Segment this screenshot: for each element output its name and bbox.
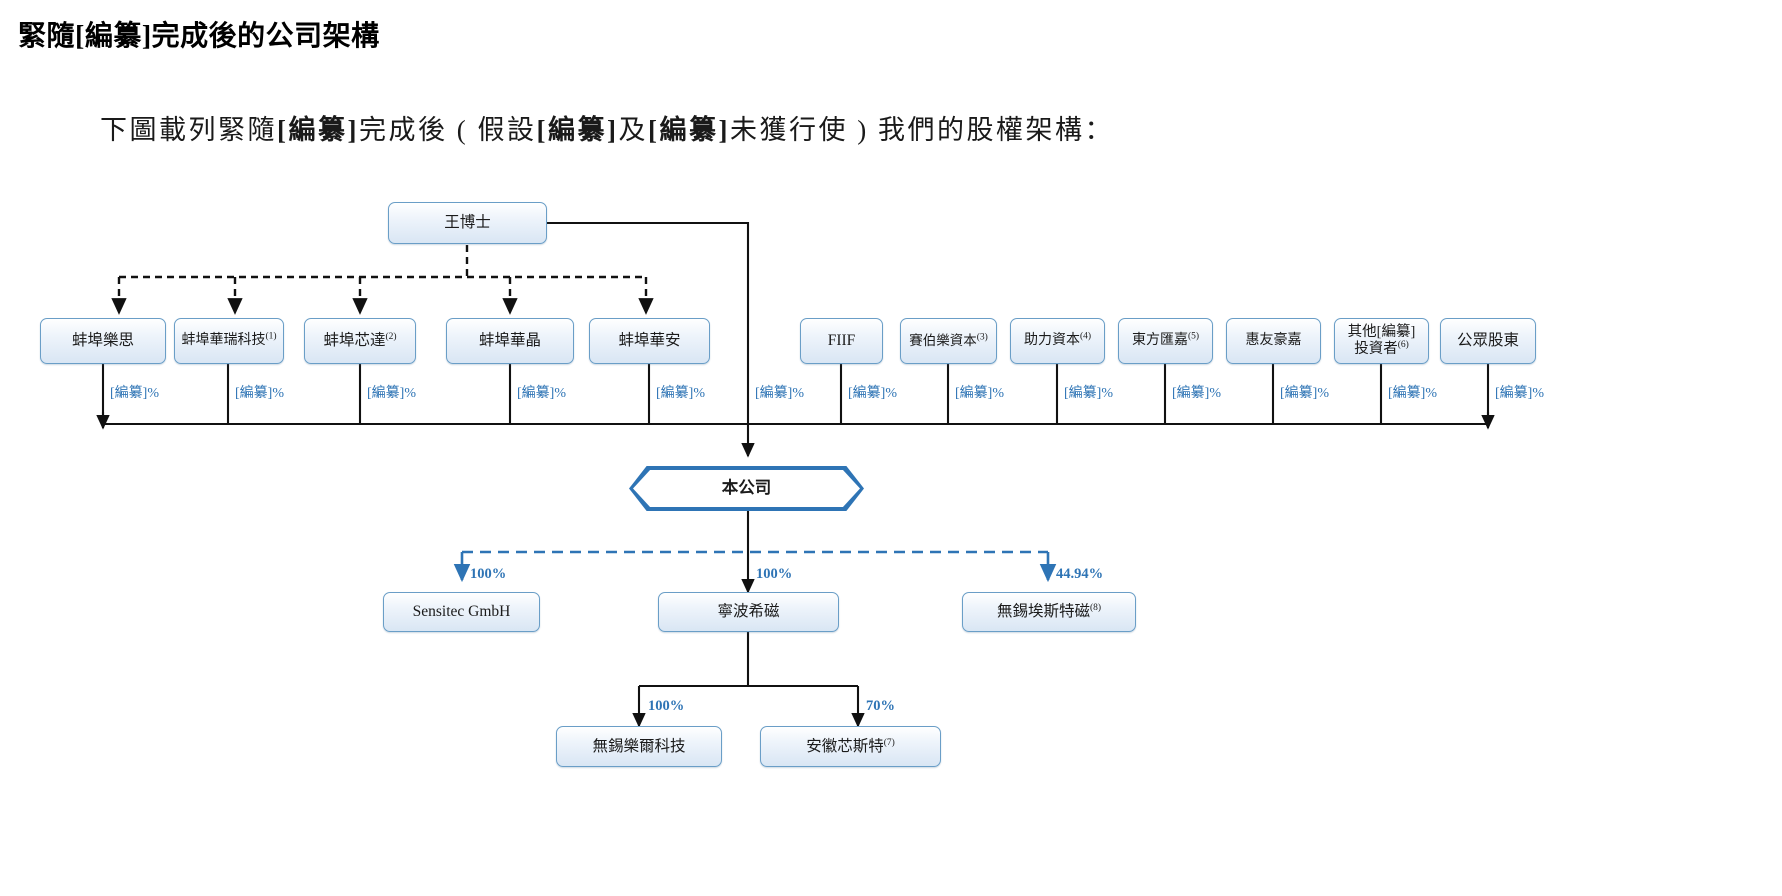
pct-zhuli-capital: [編纂]% xyxy=(1064,386,1113,401)
pct-ningbo-ximag: 100% xyxy=(756,566,793,582)
pct-bengbu-lesi: [編纂]% xyxy=(110,386,159,401)
node-subsubsidiary-anhui-xinsite[interactable]: 安徽芯斯特(7) xyxy=(760,726,941,767)
node-subsidiary-wuxi-aisite-ci[interactable]: 無錫埃斯特磁(8) xyxy=(962,592,1136,632)
node-label: 安徽芯斯特(7) xyxy=(806,737,895,755)
page-title: 緊隨[編纂]完成後的公司架構 xyxy=(18,21,380,52)
pct-sensitec-gmbh: 100% xyxy=(470,566,507,582)
node-label: 本公司 xyxy=(721,478,772,498)
node-label-line1: 其他[編纂] xyxy=(1347,323,1416,340)
pct-anhui-xinsite: 70% xyxy=(866,698,895,714)
node-dr-wang[interactable]: 王博士 xyxy=(388,202,547,244)
node-shareholder-bengbu-huaan[interactable]: 蚌埠華安 xyxy=(589,318,710,364)
footnote-marker: (2) xyxy=(385,332,397,343)
node-label: 無錫樂爾科技 xyxy=(592,737,686,755)
node-label: 無錫埃斯特磁(8) xyxy=(996,603,1102,621)
node-shareholder-public-shareholders[interactable]: 公眾股東 xyxy=(1440,318,1536,364)
footnote-marker: (7) xyxy=(883,737,895,748)
footnote-marker: (8) xyxy=(1089,603,1102,614)
node-subsidiary-ningbo-ximag[interactable]: 寧波希磁 xyxy=(658,592,839,632)
node-label: 寧波希磁 xyxy=(717,603,780,621)
node-subsubsidiary-wuxi-leer-tech[interactable]: 無錫樂爾科技 xyxy=(556,726,722,767)
footnote-marker: (3) xyxy=(976,332,988,343)
footnote-marker: (4) xyxy=(1079,331,1092,342)
node-label: 東方匯嘉(5) xyxy=(1131,331,1200,349)
node-shareholder-bengbu-huarui[interactable]: 蚌埠華瑞科技(1) xyxy=(174,318,284,364)
node-shareholder-dongfang-huijia[interactable]: 東方匯嘉(5) xyxy=(1118,318,1213,364)
node-shareholder-saibole-capital[interactable]: 賽伯樂資本(3) xyxy=(900,318,997,364)
node-shareholder-other-investors[interactable]: 其他[編纂] 投資者(6) xyxy=(1334,318,1429,364)
pct-fiif: [編纂]% xyxy=(848,386,897,401)
pct-wuxi-leer-tech: 100% xyxy=(648,698,685,714)
page-subtitle: 下圖載列緊隨[編纂]完成後 ( 假設[編纂]及[編纂]未獲行使 ) 我們的股權架… xyxy=(100,115,1114,145)
node-shareholder-fiif[interactable]: FIIF xyxy=(800,318,883,364)
node-label: 公眾股東 xyxy=(1456,332,1519,350)
node-label: 賽伯樂資本(3) xyxy=(909,332,988,349)
node-label: 王博士 xyxy=(444,214,491,232)
node-label: Sensitec GmbH xyxy=(412,603,511,621)
node-shareholder-huiyou-haojia[interactable]: 惠友豪嘉 xyxy=(1226,318,1321,364)
pct-saibole-capital: [編纂]% xyxy=(955,386,1004,401)
pct-wuxi-aisite-ci: 44.94% xyxy=(1056,566,1104,582)
pct-direct-from-dr-wang: [編纂]% xyxy=(755,386,804,401)
node-shareholder-zhuli-capital[interactable]: 助力資本(4) xyxy=(1010,318,1105,364)
pct-huiyou-haojia: [編纂]% xyxy=(1280,386,1329,401)
node-label: 惠友豪嘉 xyxy=(1245,333,1302,349)
pct-bengbu-huaan: [編纂]% xyxy=(656,386,705,401)
pct-bengbu-xinda: [編纂]% xyxy=(367,386,416,401)
node-label: 蚌埠華晶 xyxy=(478,332,541,350)
node-the-company[interactable]: 本公司 xyxy=(629,466,864,511)
pct-bengbu-huajing: [編纂]% xyxy=(517,386,566,401)
node-label: 蚌埠芯達(2) xyxy=(323,332,397,350)
footnote-marker: (1) xyxy=(265,331,277,342)
pct-other-investors: [編纂]% xyxy=(1388,386,1437,401)
node-label: 蚌埠樂思 xyxy=(71,332,134,350)
pct-dongfang-huijia: [編纂]% xyxy=(1172,386,1221,401)
chevron-shape-inner xyxy=(633,470,860,507)
node-label: 助力資本(4) xyxy=(1023,331,1092,349)
footnote-marker: (5) xyxy=(1187,331,1200,342)
node-label: 蚌埠華安 xyxy=(618,332,681,350)
node-label: 其他[編纂] 投資者(6) xyxy=(1344,324,1420,358)
node-label-line2: 投資者 xyxy=(1354,341,1398,357)
node-subsidiary-sensitec-gmbh[interactable]: Sensitec GmbH xyxy=(383,592,540,632)
pct-public-shareholders: [編纂]% xyxy=(1495,386,1544,401)
node-shareholder-bengbu-huajing[interactable]: 蚌埠華晶 xyxy=(446,318,574,364)
node-label: FIIF xyxy=(827,332,856,350)
node-shareholder-bengbu-xinda[interactable]: 蚌埠芯達(2) xyxy=(304,318,416,364)
pct-bengbu-huarui: [編纂]% xyxy=(235,386,284,401)
footnote-marker: (6) xyxy=(1397,340,1409,351)
node-label: 蚌埠華瑞科技(1) xyxy=(181,331,277,349)
node-shareholder-bengbu-lesi[interactable]: 蚌埠樂思 xyxy=(40,318,166,364)
